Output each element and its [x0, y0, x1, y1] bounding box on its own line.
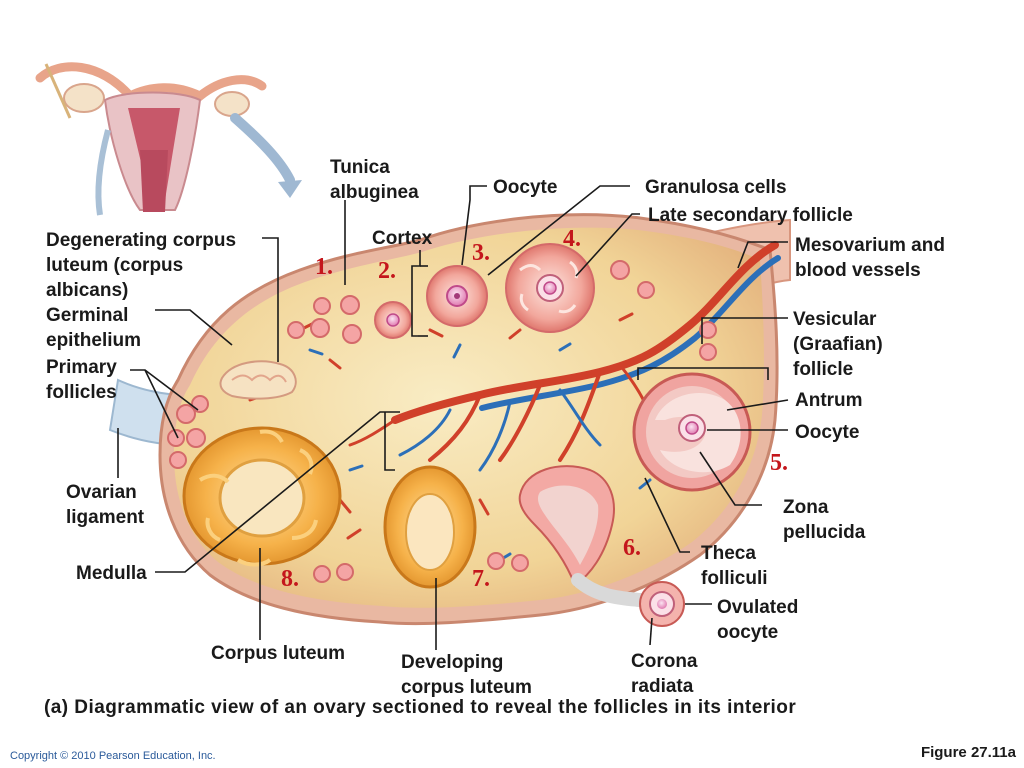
label-oocyte-top: Oocyte — [493, 177, 558, 198]
ruptured-follicle — [518, 465, 647, 607]
corpus-luteum — [182, 426, 342, 567]
label-degenerating-corpus-luteum: Degenerating corpus luteum (corpus albic… — [46, 230, 237, 301]
label-granulosa-cells: Granulosa cells — [645, 177, 787, 198]
late-secondary-follicle — [505, 243, 595, 333]
developing-corpus-luteum — [383, 465, 477, 589]
label-theca-folliculi: Theca folliculi — [701, 543, 768, 589]
leader-lines — [117, 185, 789, 650]
stage-number-7: 7. — [472, 566, 490, 592]
label-medulla: Medulla — [76, 563, 147, 584]
blood-vessels — [248, 241, 781, 568]
label-zona-pellucida: Zona pellucida — [783, 497, 866, 543]
figure-number: Figure 27.11a — [920, 744, 1016, 761]
stage-number-1: 1. — [315, 254, 333, 280]
ovulated-oocyte — [639, 581, 685, 627]
secondary-follicle-stage-3 — [426, 265, 488, 327]
stage-number-5: 5. — [770, 450, 788, 476]
label-antrum: Antrum — [795, 390, 863, 411]
label-ovulated-oocyte: Ovulated oocyte — [717, 597, 799, 643]
label-vesicular-follicle: Vesicular (Graafian) follicle — [793, 309, 883, 380]
label-tunica-albuginea: Tunica albuginea — [330, 157, 419, 203]
label-ovarian-ligament: Ovarian ligament — [66, 482, 145, 528]
stage-number-2: 2. — [378, 258, 396, 284]
stage-number-6: 6. — [623, 535, 641, 561]
label-oocyte-right: Oocyte — [795, 422, 860, 443]
label-germinal-epithelium: Germinal epithelium — [46, 305, 142, 351]
stage-number-8: 8. — [281, 566, 299, 592]
copyright-notice: Copyright © 2010 Pearson Education, Inc. — [10, 750, 216, 762]
stage-number-3: 3. — [472, 240, 490, 266]
label-primary-follicles: Primary follicles — [46, 357, 117, 403]
label-cortex: Cortex — [372, 228, 433, 249]
label-corona-radiata: Corona radiata — [631, 651, 698, 697]
uterus-inset-icon — [35, 62, 302, 216]
vesicular-follicle — [632, 372, 752, 492]
corpus-albicans — [219, 360, 297, 400]
stage-number-4: 4. — [563, 226, 581, 252]
label-late-secondary-follicle: Late secondary follicle — [648, 205, 853, 226]
figure-caption: (a) Diagrammatic view of an ovary sectio… — [44, 697, 797, 718]
label-corpus-luteum: Corpus luteum — [211, 643, 346, 664]
label-developing-corpus-luteum: Developing corpus luteum — [401, 652, 532, 698]
primary-follicles — [167, 260, 717, 583]
secondary-follicle-early — [374, 301, 412, 339]
label-mesovarium: Mesovarium and blood vessels — [795, 235, 945, 281]
